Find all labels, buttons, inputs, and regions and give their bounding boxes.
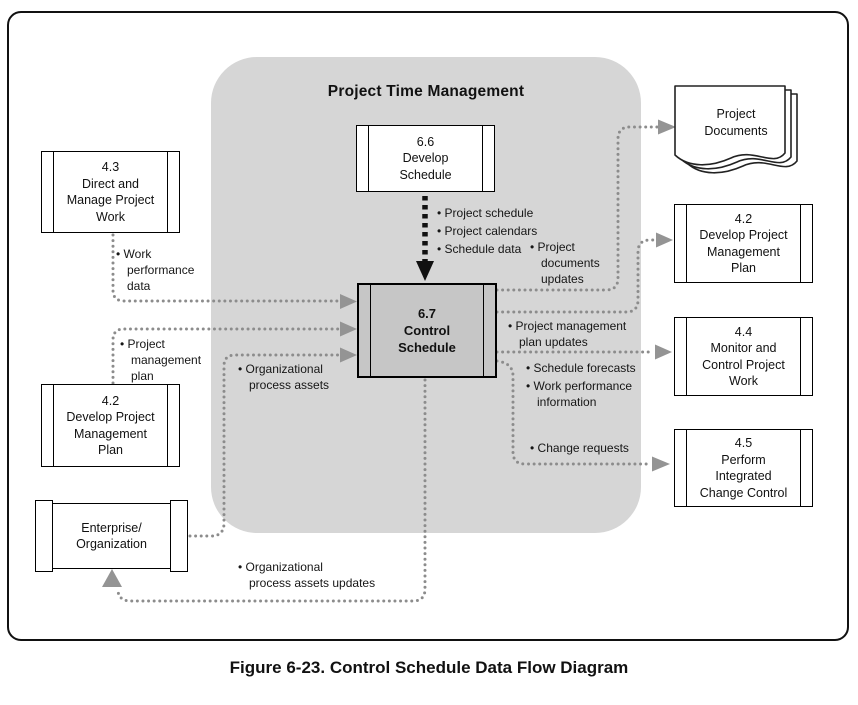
box-stripe-right xyxy=(167,152,179,232)
box-stripe-right xyxy=(167,385,179,466)
box-stripe-left xyxy=(42,152,54,232)
node-control-schedule-label: 6.7 Control Schedule xyxy=(398,305,456,356)
node-develop-pm-plan-left: 4.2 Develop Project Management Plan xyxy=(41,384,180,467)
box-stripe-right xyxy=(483,285,495,376)
node-project-documents-label: Project Documents xyxy=(704,107,768,138)
node-direct-manage-label: 4.3 Direct and Manage Project Work xyxy=(66,160,155,224)
label-project-management-plan-updates: • Project management plan updates xyxy=(508,319,627,350)
label-project-calendars: • Project calendars xyxy=(437,224,538,238)
label-project-schedule: • Project schedule xyxy=(437,206,534,220)
box-stripe-left xyxy=(42,385,54,466)
label-schedule-data: • Schedule data xyxy=(437,242,522,256)
node-control-schedule: 6.7 Control Schedule xyxy=(357,283,497,378)
node-enterprise-organization-label: Enterprise/ Organization xyxy=(44,503,179,569)
box-stripe-right xyxy=(800,430,812,506)
project-documents-shape xyxy=(674,85,798,174)
node-perform-icc-label: 4.5 Perform Integrated Change Control xyxy=(699,436,788,500)
label-project-documents-updates: • Project documents updates xyxy=(530,240,600,287)
box-stripe-right xyxy=(482,126,494,191)
node-monitor-control-label: 4.4 Monitor and Control Project Work xyxy=(702,324,785,389)
label-work-performance-information: • Work performance information xyxy=(526,379,633,410)
panel-title: Project Time Management xyxy=(327,83,525,100)
node-develop-schedule: 6.6 Develop Schedule xyxy=(356,125,495,192)
node-direct-and-manage-project-work: 4.3 Direct and Manage Project Work xyxy=(41,151,180,233)
entity-bar-left xyxy=(35,500,53,572)
node-develop-pm-plan-right-label: 4.2 Develop Project Management Plan xyxy=(699,211,788,276)
label-change-requests: • Change requests xyxy=(530,441,629,455)
box-stripe-left xyxy=(357,126,369,191)
node-enterprise-organization: Enterprise/ Organization xyxy=(35,500,188,572)
node-monitor-and-control-project-work: 4.4 Monitor and Control Project Work xyxy=(674,317,813,396)
node-develop-schedule-label: 6.6 Develop Schedule xyxy=(399,134,452,182)
box-stripe-right xyxy=(800,318,812,395)
box-stripe-left xyxy=(675,205,687,282)
label-organizational-process-assets-updates: • Organizational process assets updates xyxy=(238,560,376,591)
box-stripe-left xyxy=(675,430,687,506)
box-stripe-left xyxy=(359,285,371,376)
figure-caption: Figure 6-23. Control Schedule Data Flow … xyxy=(229,658,629,677)
label-project-management-plan: • Project management plan xyxy=(120,337,202,384)
node-develop-pm-plan-left-label: 4.2 Develop Project Management Plan xyxy=(66,393,155,458)
document-page-front xyxy=(674,85,786,166)
entity-bar-right xyxy=(170,500,188,572)
box-stripe-right xyxy=(800,205,812,282)
node-perform-integrated-change-control: 4.5 Perform Integrated Change Control xyxy=(674,429,813,507)
label-work-performance-data: • Work performance data xyxy=(116,247,195,294)
label-organizational-process-assets: • Organizational process assets xyxy=(238,362,330,393)
node-develop-pm-plan-right: 4.2 Develop Project Management Plan xyxy=(674,204,813,283)
box-stripe-left xyxy=(675,318,687,395)
label-schedule-forecasts: • Schedule forecasts xyxy=(526,361,636,375)
